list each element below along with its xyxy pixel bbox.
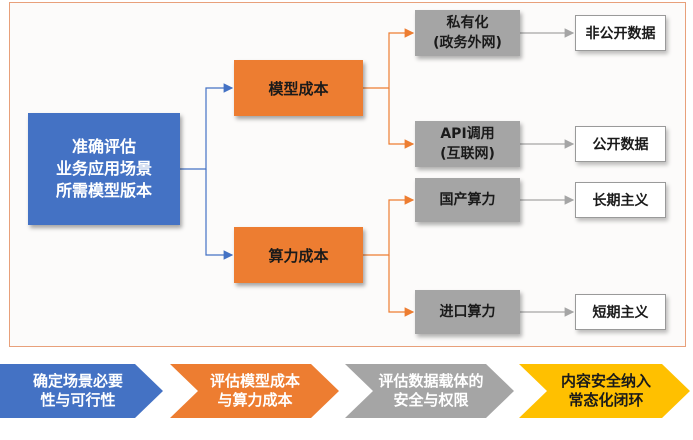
private-deploy-line-2: (政务外网) — [433, 35, 502, 51]
step-3-line-1: 评估数据载体的 — [378, 372, 484, 390]
step-arrow-2 — [170, 364, 339, 418]
connector-compute-cost-to-domestic — [363, 195, 415, 256]
domestic-compute-label: 国产算力 — [439, 192, 496, 208]
connector-model-cost-to-api — [388, 88, 415, 149]
step-2-line-1: 评估模型成本 — [209, 372, 300, 390]
long-term-label: 长期主义 — [592, 193, 649, 209]
step-4-label: 内容安全纳入 常态化闭环 — [546, 364, 666, 418]
api-call-line-2: (互联网) — [440, 146, 495, 162]
long-term-box: 长期主义 — [575, 182, 666, 218]
root-line-3: 所需模型版本 — [55, 181, 152, 200]
connector-model-cost-to-private — [363, 28, 415, 89]
public-data-box: 公开数据 — [575, 126, 666, 162]
connector-compute-cost-to-import — [388, 255, 415, 317]
private-deploy-box: 私有化 (政务外网) — [415, 10, 520, 56]
nonpublic-data-label: 非公开数据 — [585, 26, 656, 42]
api-call-line-1: API调用 — [440, 126, 495, 142]
root-box: 准确评估 业务应用场景 所需模型版本 — [28, 113, 180, 225]
step-arrow-1 — [0, 364, 163, 418]
step-arrow-4 — [519, 364, 690, 418]
nonpublic-data-box: 非公开数据 — [575, 15, 666, 51]
step-2-line-2: 与算力成本 — [217, 391, 293, 409]
api-call-box: API调用 (互联网) — [415, 121, 520, 167]
step-1-line-2: 性与可行性 — [40, 391, 116, 409]
model-cost-box: 模型成本 — [234, 60, 363, 116]
domestic-compute-box: 国产算力 — [415, 178, 520, 222]
root-line-2: 业务应用场景 — [55, 159, 152, 178]
step-1-label: 确定场景必要 性与可行性 — [14, 364, 142, 418]
model-cost-label: 模型成本 — [268, 79, 329, 98]
step-3-line-2: 安全与权限 — [393, 391, 469, 409]
short-term-box: 短期主义 — [575, 294, 666, 330]
imported-compute-label: 进口算力 — [439, 304, 496, 320]
step-arrow-3 — [345, 364, 514, 418]
root-line-1: 准确评估 — [71, 137, 136, 156]
short-term-label: 短期主义 — [592, 305, 649, 321]
step-3-label: 评估数据载体的 安全与权限 — [368, 364, 494, 418]
compute-cost-label: 算力成本 — [268, 246, 329, 265]
imported-compute-box: 进口算力 — [415, 290, 520, 334]
connector-root-to-model-cost — [180, 83, 234, 170]
step-2-label: 评估模型成本 与算力成本 — [196, 364, 314, 418]
step-1-line-1: 确定场景必要 — [32, 372, 123, 390]
connector-root-to-compute-cost — [205, 169, 234, 260]
private-deploy-line-1: 私有化 — [446, 15, 489, 31]
step-4-line-2: 常态化闭环 — [568, 391, 644, 409]
public-data-label: 公开数据 — [592, 137, 649, 153]
compute-cost-box: 算力成本 — [234, 227, 363, 283]
step-4-line-1: 内容安全纳入 — [560, 372, 651, 390]
